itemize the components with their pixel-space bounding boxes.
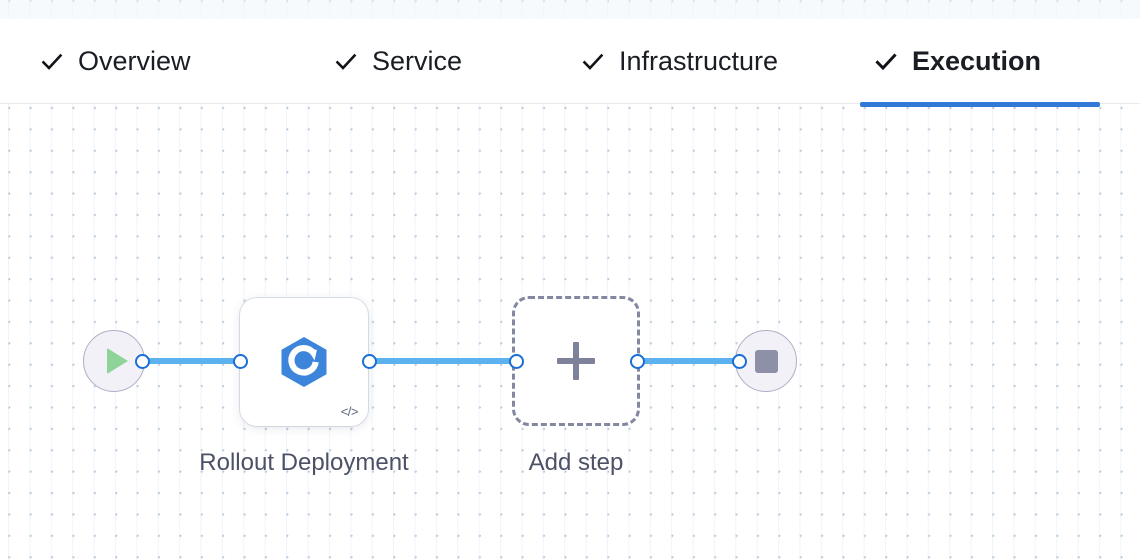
port-rollout-input[interactable] [233, 354, 248, 369]
connector-start-to-rollout [142, 358, 243, 364]
tab-service-label: Service [372, 46, 463, 76]
code-icon: </> [340, 404, 359, 419]
step-label-rollout-deployment: Rollout Deployment [199, 449, 409, 476]
play-icon [106, 348, 128, 374]
check-icon [874, 50, 898, 74]
stop-icon [754, 349, 778, 373]
pipeline-start-node[interactable] [83, 330, 145, 392]
execution-steps-graph: </> Rollout Deployment Add step [0, 104, 1140, 560]
tab-infrastructure[interactable]: Infrastructure [567, 19, 825, 104]
pipeline-stage-tab-bar: Overview Service Infrastructure [0, 19, 1140, 107]
tab-infrastructure-label: Infrastructure [619, 46, 779, 76]
connector-add-step-to-end [637, 358, 739, 364]
check-icon [334, 50, 358, 74]
tab-execution[interactable]: Execution [860, 19, 1100, 107]
step-card-rollout-deployment[interactable]: </> [240, 298, 368, 426]
step-label-add-step: Add step [528, 449, 624, 476]
tab-service[interactable]: Service [320, 19, 500, 104]
port-start-output[interactable] [135, 354, 150, 369]
rollout-deployment-icon [280, 337, 329, 388]
plus-icon [557, 342, 595, 380]
check-icon [40, 50, 64, 74]
check-icon [581, 50, 605, 74]
connector-rollout-to-add-step [368, 358, 518, 364]
tab-execution-label: Execution [912, 46, 1042, 76]
tab-overview-label: Overview [78, 46, 191, 76]
port-add-step-output[interactable] [630, 354, 645, 369]
port-add-step-input[interactable] [509, 354, 524, 369]
tab-execution-underline [860, 102, 1100, 107]
port-end-input[interactable] [732, 354, 747, 369]
port-rollout-output[interactable] [362, 354, 377, 369]
tab-overview[interactable]: Overview [26, 19, 242, 104]
add-step-placeholder[interactable] [512, 296, 640, 426]
